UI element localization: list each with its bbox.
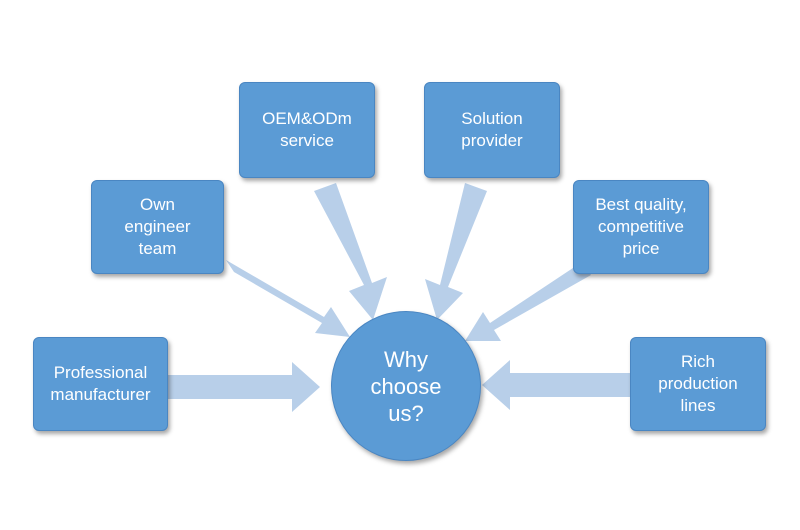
arrow-rich-production-lines: [482, 360, 630, 410]
node-label: OEM&ODm service: [262, 109, 352, 150]
arrow-own-engineer-team: [226, 260, 350, 337]
node-label: Solution provider: [461, 109, 523, 150]
arrow-best-quality: [465, 262, 591, 341]
node-label: Own engineer team: [124, 195, 191, 258]
node-professional-manufacturer: Professional manufacturer: [33, 337, 168, 431]
node-solution-provider: Solution provider: [424, 82, 560, 178]
arrow-solution-provider: [425, 183, 487, 320]
node-label: Rich production lines: [658, 352, 738, 415]
node-rich-production-lines: Rich production lines: [630, 337, 766, 431]
node-own-engineer-team: Own engineer team: [91, 180, 224, 274]
node-oem-odm-service: OEM&ODm service: [239, 82, 375, 178]
arrow-professional-manufacturer: [168, 362, 320, 412]
arrow-oem-odm: [314, 183, 387, 320]
center-label: Why choose us?: [370, 346, 442, 426]
node-label: Best quality, competitive price: [595, 195, 687, 258]
center-node-why-choose-us: Why choose us?: [331, 311, 481, 461]
node-label: Professional manufacturer: [50, 363, 151, 404]
node-best-quality-competitive-price: Best quality, competitive price: [573, 180, 709, 274]
